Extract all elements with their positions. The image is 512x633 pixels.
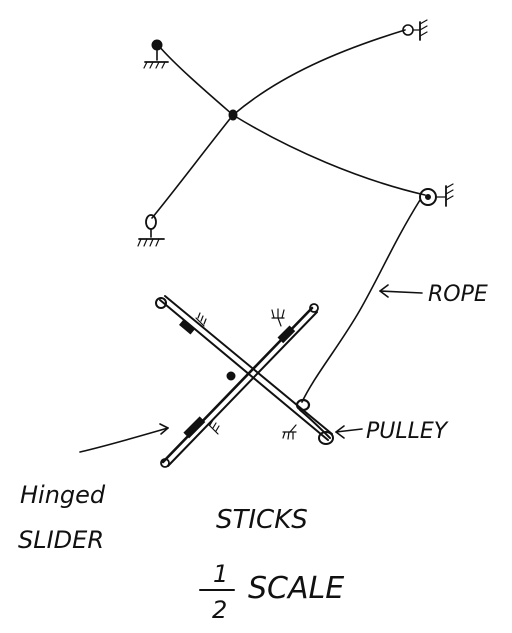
rope-knot — [228, 109, 238, 121]
slider-block-upper-right — [277, 325, 296, 344]
rope-segment-upper-right — [232, 29, 406, 116]
anchor-upper-right — [402, 19, 428, 41]
hinged-slider-callout — [79, 423, 169, 453]
rope-network — [151, 29, 426, 219]
slider-ground-icon — [271, 308, 285, 327]
scale-denominator: 2 — [212, 596, 227, 624]
slider-ground-icon — [195, 312, 207, 327]
pulley-label: PULLEY — [366, 419, 449, 444]
rope-segment-lower-left — [151, 114, 234, 219]
stick-pulley-icon — [295, 398, 311, 412]
stick-end-pin-icon — [155, 297, 167, 309]
anchor-lower-right — [419, 183, 454, 207]
center-hinge-icon — [226, 371, 236, 381]
slider-block-lower-left — [183, 416, 206, 439]
rope-callout: ROPE — [379, 282, 488, 307]
sticks-caption: STICKS — [216, 505, 308, 535]
slider-ground-icon — [207, 419, 220, 435]
rope-segment-upper-left — [157, 44, 234, 116]
pin-joint-icon — [151, 39, 163, 51]
slider-ground-icon — [282, 424, 297, 440]
slider-block-upper-left — [179, 319, 195, 335]
crossed-sticks — [155, 295, 334, 468]
stick-end-pin-icon — [160, 458, 170, 468]
hinged-slider-label-line1: Hinged — [20, 481, 106, 509]
stick-end-pin-icon — [309, 303, 319, 313]
stick-end-pulley-icon — [318, 431, 334, 445]
anchor-upper-left — [143, 39, 169, 69]
pin-joint-icon — [145, 214, 157, 230]
rope-segment-lower-right — [232, 114, 426, 196]
scale-numerator: 1 — [213, 560, 228, 588]
rope-drop — [301, 199, 421, 403]
anchor-lower-left — [137, 214, 165, 247]
scale-word: SCALE — [248, 571, 344, 606]
pulley-callout: PULLEY — [335, 419, 449, 444]
hinged-slider-label-line2: SLIDER — [18, 526, 104, 554]
rope-label: ROPE — [428, 282, 488, 307]
